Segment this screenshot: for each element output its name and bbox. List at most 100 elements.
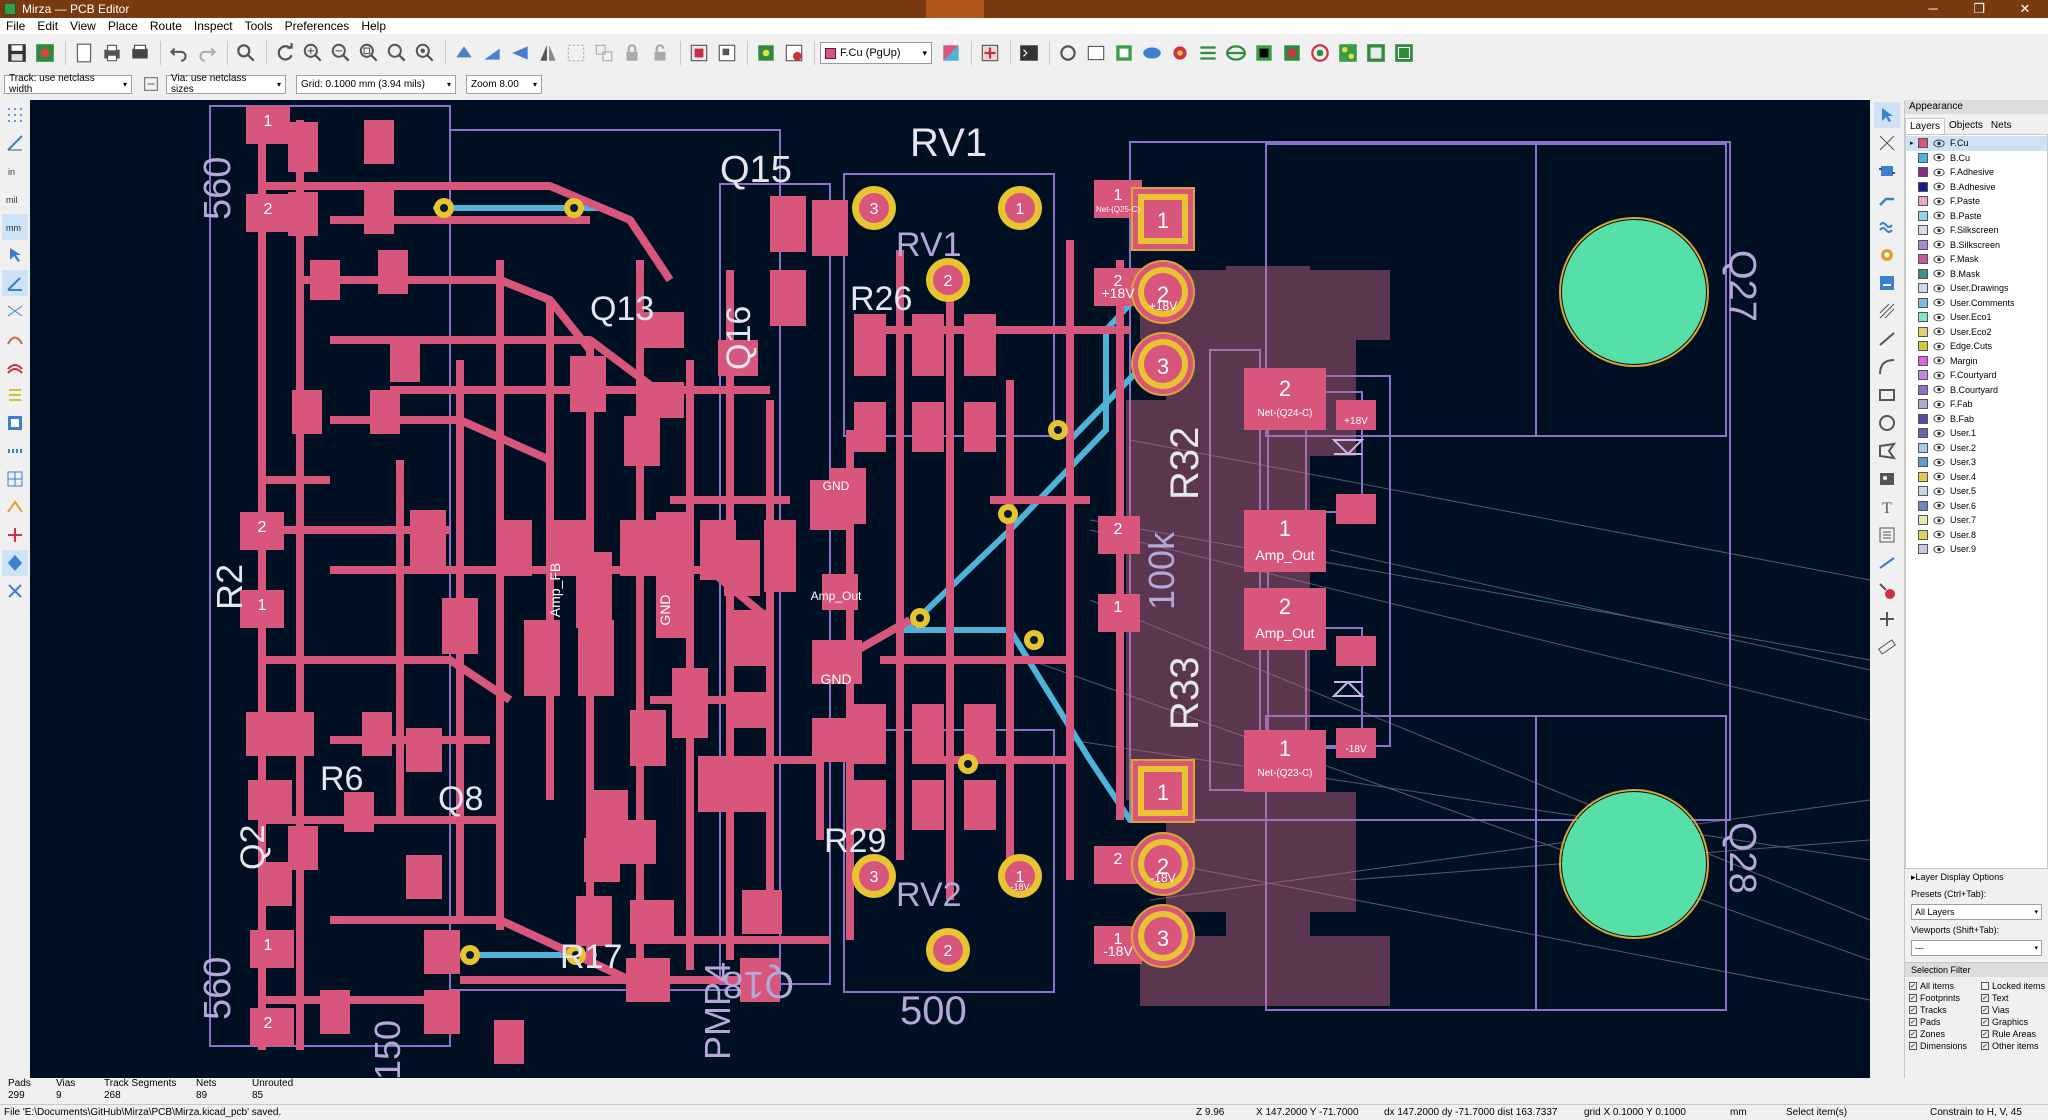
ratsnest-toggle[interactable]	[2, 298, 28, 324]
local-ratsnest-toggle[interactable]	[2, 522, 28, 548]
layer-row[interactable]: F.Paste	[1906, 194, 2047, 209]
checkbox[interactable]: ✓	[1981, 1018, 1989, 1026]
checkbox[interactable]: ✓	[1909, 1006, 1917, 1014]
high-contrast-toggle[interactable]	[2, 466, 28, 492]
board-setup-button[interactable]	[32, 40, 58, 66]
checkbox[interactable]	[1981, 982, 1989, 990]
delete-tool[interactable]	[1874, 578, 1900, 604]
units-mils-toggle[interactable]: mil	[2, 186, 28, 212]
units-inches-toggle[interactable]: in	[2, 158, 28, 184]
eye-icon[interactable]	[1933, 327, 1945, 337]
checkbox[interactable]: ✓	[1909, 994, 1917, 1002]
layer-color-swatch[interactable]	[1918, 529, 1928, 540]
layer-row[interactable]: User.8	[1906, 528, 2047, 543]
add-text-tool[interactable]: T	[1874, 494, 1900, 520]
layer-row[interactable]: User.Eco2	[1906, 325, 2047, 340]
menu-place[interactable]: Place	[107, 19, 138, 33]
teardrops-button[interactable]	[1307, 40, 1333, 66]
checkbox[interactable]: ✓	[1981, 1006, 1989, 1014]
menu-preferences[interactable]: Preferences	[284, 19, 350, 33]
redo-button[interactable]	[194, 40, 220, 66]
menu-tools[interactable]: Tools	[244, 19, 273, 33]
zone-display-toggle[interactable]	[2, 354, 28, 380]
footprint-browser-button[interactable]	[714, 40, 740, 66]
layer-color-swatch[interactable]	[1918, 239, 1928, 250]
set-origin-tool[interactable]	[1874, 606, 1900, 632]
layer-color-swatch[interactable]	[1918, 254, 1928, 265]
footprint-editor-button[interactable]	[686, 40, 712, 66]
footprint-wizard-button[interactable]	[1335, 40, 1361, 66]
eye-icon[interactable]	[1933, 269, 1945, 279]
layer-color-swatch[interactable]	[1918, 210, 1928, 221]
grid-select[interactable]: Grid: 0.1000 mm (3.94 mils)▾	[296, 74, 456, 94]
layer-color-swatch[interactable]	[1918, 152, 1928, 163]
eye-icon[interactable]	[1933, 182, 1945, 192]
layer-selector[interactable]: F.Cu (PgUp) ▾	[820, 42, 932, 64]
via-size-select[interactable]: Via: use netclass sizes▾	[166, 73, 286, 95]
undo-button[interactable]	[166, 40, 192, 66]
cursor-shape-toggle[interactable]	[2, 242, 28, 268]
track-outline-toggle[interactable]	[2, 438, 28, 464]
layer-row[interactable]: B.Silkscreen	[1906, 238, 2047, 253]
checkbox[interactable]: ✓	[1909, 1018, 1917, 1026]
selection-filter-item[interactable]: ✓Footprints	[1909, 992, 1981, 1004]
eye-icon[interactable]	[1933, 225, 1945, 235]
layer-row[interactable]: F.Mask	[1906, 252, 2047, 267]
add-footprint-tool[interactable]	[1874, 158, 1900, 184]
select-tool[interactable]	[1874, 102, 1900, 128]
eye-icon[interactable]	[1933, 530, 1945, 540]
checkbox[interactable]: ✓	[1981, 994, 1989, 1002]
selection-filter-item[interactable]: ✓Pads	[1909, 1016, 1981, 1028]
eye-icon[interactable]	[1933, 341, 1945, 351]
unlock-button[interactable]	[647, 40, 673, 66]
eye-icon[interactable]	[1933, 399, 1945, 409]
refresh-button[interactable]	[272, 40, 298, 66]
layer-row[interactable]: User.Comments	[1906, 296, 2047, 311]
pcb-canvas[interactable]: RV1 RV1 Q15 R26 RV2 500 R29 R17 R2 R32 R…	[30, 100, 1870, 1078]
track-width-select[interactable]: Track: use netclass width▾	[4, 73, 132, 95]
layer-row[interactable]: B.Fab	[1906, 412, 2047, 427]
add-zone-tool[interactable]	[1874, 270, 1900, 296]
layer-row[interactable]: B.Mask	[1906, 267, 2047, 282]
zone-fill-button[interactable]	[1223, 40, 1249, 66]
polar-coords-toggle[interactable]	[2, 130, 28, 156]
units-mm-toggle[interactable]: mm	[2, 214, 28, 240]
viewports-select[interactable]: ---▾	[1911, 940, 2042, 956]
eye-icon[interactable]	[1933, 486, 1945, 496]
layer-color-swatch[interactable]	[1918, 384, 1928, 395]
checkbox[interactable]: ✓	[1981, 1042, 1989, 1050]
freeroute-button[interactable]	[1139, 40, 1165, 66]
layer-row[interactable]: User.2	[1906, 441, 2047, 456]
net-color-toggle[interactable]	[2, 494, 28, 520]
rotate-ccw-button[interactable]	[451, 40, 477, 66]
add-image-tool[interactable]	[1874, 466, 1900, 492]
tab-layers[interactable]: Layers	[1905, 118, 1946, 134]
step-export-button[interactable]	[1363, 40, 1389, 66]
zoom-selection-button[interactable]	[412, 40, 438, 66]
add-dimension-tool[interactable]	[1874, 550, 1900, 576]
selection-filter-item[interactable]: ✓Vias	[1981, 1004, 2048, 1016]
selection-filter-item[interactable]: Locked items	[1981, 980, 2048, 992]
menu-edit[interactable]: Edit	[37, 19, 59, 33]
drill-origin-button[interactable]	[1279, 40, 1305, 66]
layer-color-swatch[interactable]	[1918, 486, 1928, 497]
find-button[interactable]	[233, 40, 259, 66]
ungroup-button[interactable]	[591, 40, 617, 66]
via-outline-toggle[interactable]	[2, 410, 28, 436]
layer-color-swatch[interactable]	[1918, 138, 1928, 149]
menu-view[interactable]: View	[70, 19, 96, 33]
draw-circle-tool[interactable]	[1874, 410, 1900, 436]
eye-icon[interactable]	[1933, 385, 1945, 395]
zone-unfill-button[interactable]	[1251, 40, 1277, 66]
eye-icon[interactable]	[1933, 298, 1945, 308]
layer-display-options[interactable]: ▸Layer Display Options	[1911, 872, 2004, 882]
layer-row[interactable]: Edge.Cuts	[1906, 339, 2047, 354]
eye-icon[interactable]	[1933, 472, 1945, 482]
layer-color-swatch[interactable]	[1918, 225, 1928, 236]
eye-icon[interactable]	[1933, 312, 1945, 322]
layer-row[interactable]: User.7	[1906, 513, 2047, 528]
tab-nets[interactable]: Nets	[1990, 120, 2012, 131]
menu-inspect[interactable]: Inspect	[193, 19, 233, 33]
layer-color-swatch[interactable]	[1918, 428, 1928, 439]
add-via-tool[interactable]	[1874, 242, 1900, 268]
